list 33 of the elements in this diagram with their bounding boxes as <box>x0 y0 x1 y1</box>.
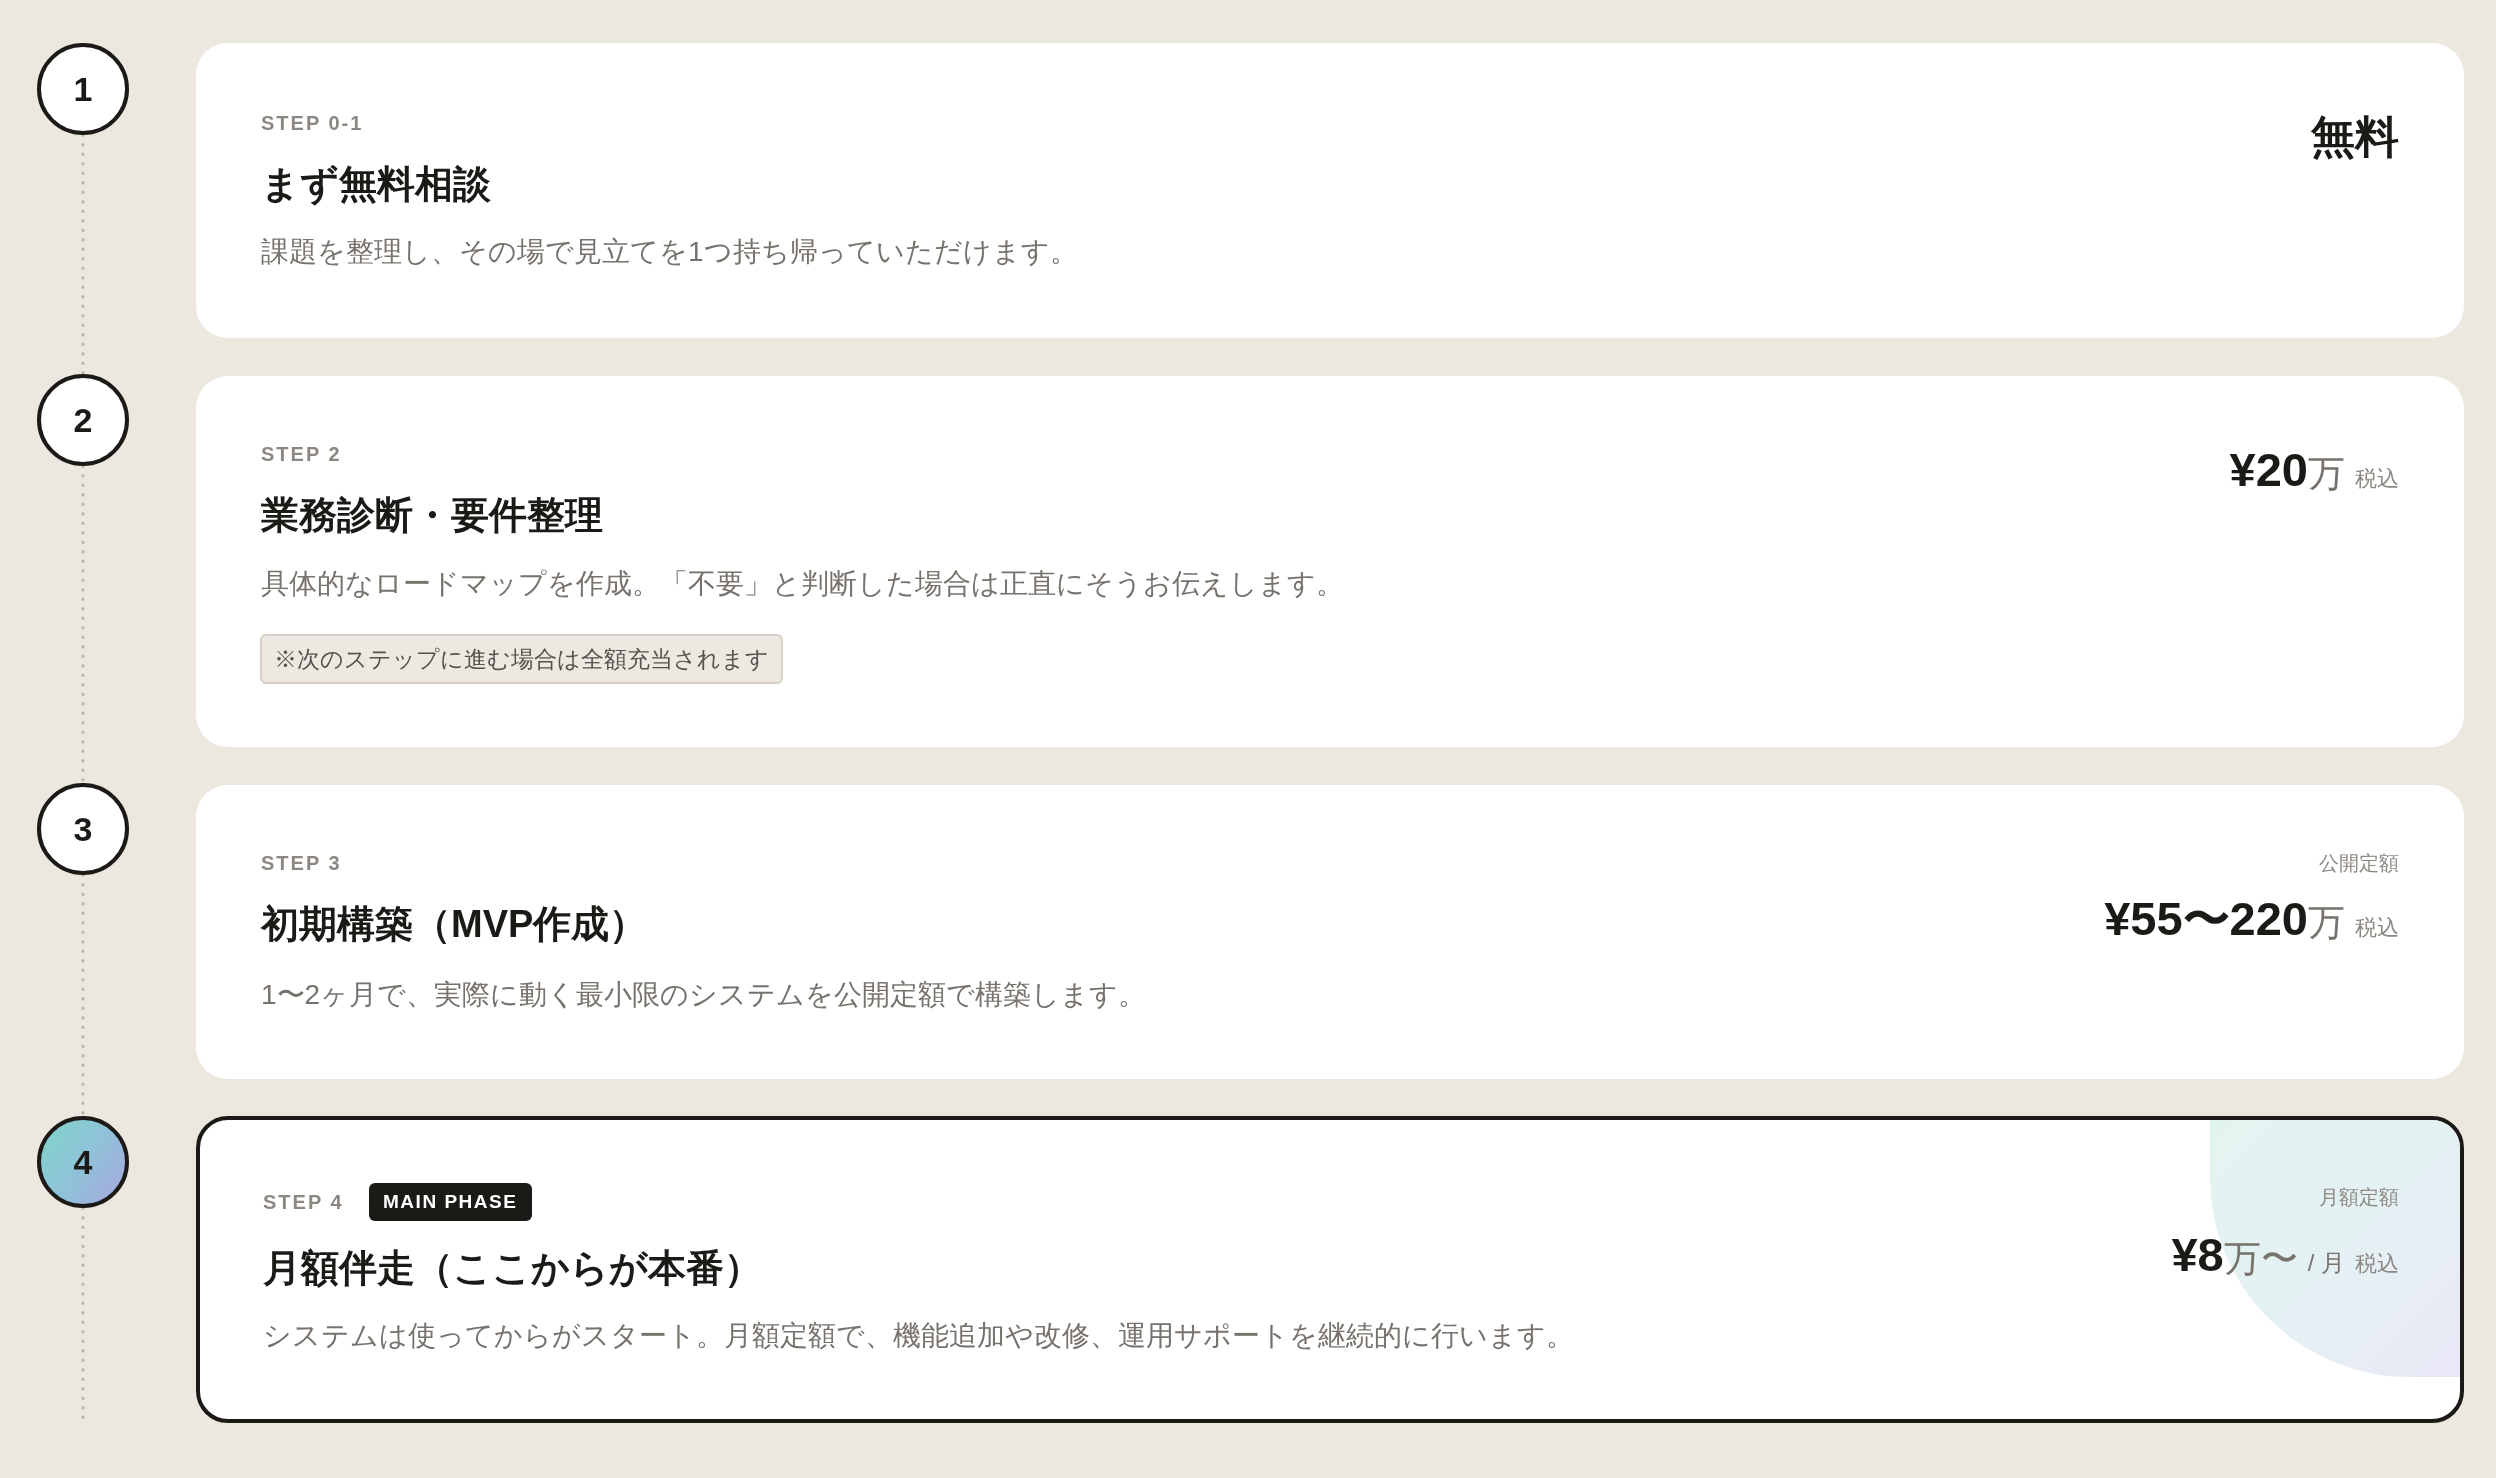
step-label: STEP 4 <box>263 1190 344 1214</box>
step-label: STEP 3 <box>261 851 342 875</box>
step-label: STEP 2 <box>261 442 342 466</box>
step-card <box>196 1116 2464 1423</box>
number-circle: 3 <box>37 783 129 875</box>
tax-note: 税込 <box>2355 1250 2399 1278</box>
number-circle: 4 <box>37 1116 129 1208</box>
step-description: 具体的なロードマップを作成。「不要」と判断した場合は正直にそうお伝えします。 <box>261 567 1344 601</box>
step-title: まず無料相談 <box>261 162 491 208</box>
step-description: 課題を整理し、その場で見立てを1つ持ち帰っていただけます。 <box>261 235 1078 269</box>
tax-note: 税込 <box>2355 465 2399 493</box>
number-circle: 1 <box>37 43 129 135</box>
step-title: 業務診断・要件整理 <box>261 493 603 539</box>
price: ¥20万 <box>2229 441 2345 498</box>
price-unit: / 月 <box>2307 1248 2345 1278</box>
step-title: 初期構築（MVP作成） <box>261 902 648 948</box>
price-caption: 公開定額 <box>2319 851 2399 875</box>
step-card <box>196 785 2464 1079</box>
phase-badge: MAIN PHASE <box>369 1183 532 1221</box>
tax-note: 税込 <box>2355 914 2399 942</box>
step-title: 月額伴走（ここからが本番） <box>263 1246 762 1292</box>
step-card <box>196 376 2464 747</box>
note-badge: ※次のステップに進む場合は全額充当されます <box>260 634 783 684</box>
number-circle: 2 <box>37 374 129 466</box>
price-caption: 月額定額 <box>2319 1185 2399 1209</box>
price: 無料 <box>2311 110 2399 163</box>
step-description: 1〜2ヶ月で、実際に動く最小限のシステムを公開定額で構築します。 <box>261 978 1147 1012</box>
step-card <box>196 43 2464 338</box>
step-description: システムは使ってからがスタート。月額定額で、機能追加や改修、運用サポートを継続的に行います。 <box>263 1319 1574 1353</box>
price: ¥8万〜 <box>2171 1226 2298 1283</box>
dotted-line <box>81 133 85 376</box>
price: ¥55〜220万 <box>2104 890 2345 947</box>
step-label: STEP 0-1 <box>261 111 364 135</box>
